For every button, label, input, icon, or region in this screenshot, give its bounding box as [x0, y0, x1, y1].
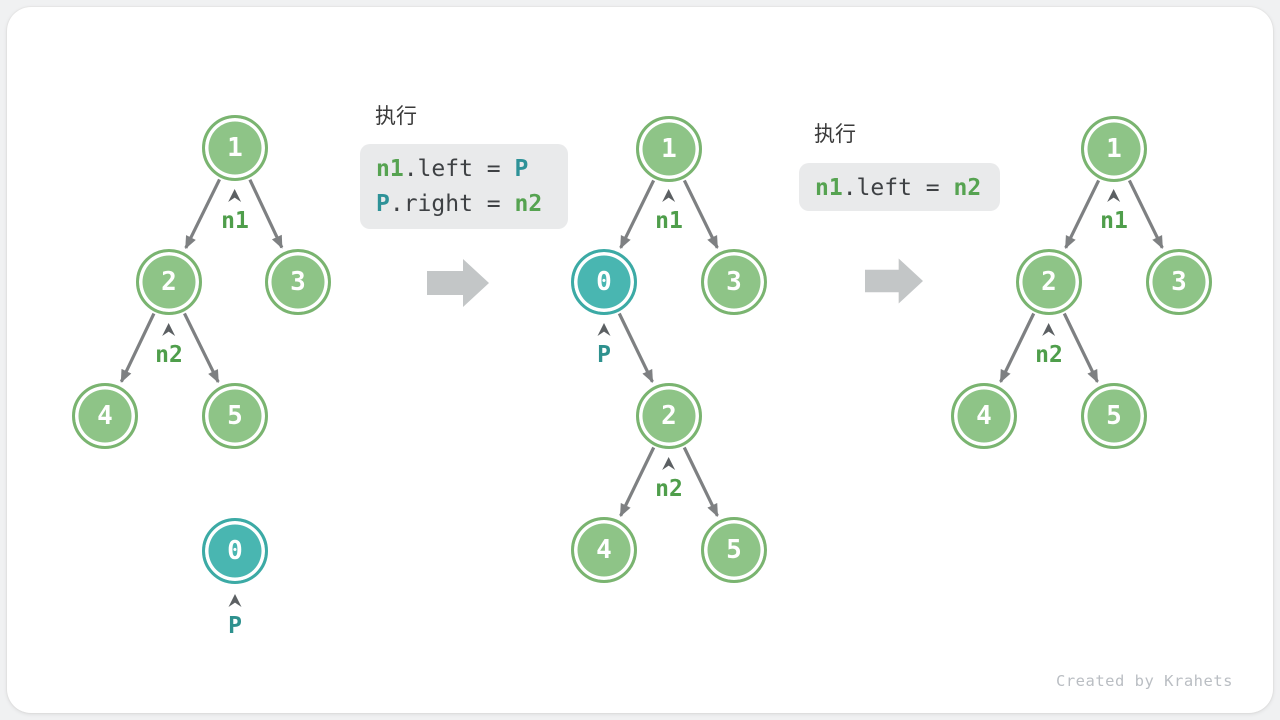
pointer-n2: n2 — [655, 457, 683, 501]
tree-node-0: 0 — [202, 518, 268, 584]
tree-node-4: 4 — [72, 383, 138, 449]
pointer-label: n1 — [221, 208, 249, 234]
code-line: P.right = n2 — [376, 187, 552, 222]
tree-edge — [619, 179, 656, 250]
tree-node-4: 4 — [951, 383, 1017, 449]
tree-edge — [617, 312, 654, 383]
pointer-label: n2 — [155, 342, 183, 368]
code-line: n1.left = P — [376, 152, 552, 187]
flow-arrow-icon — [427, 259, 489, 311]
code-line: n1.left = n2 — [815, 171, 984, 206]
tree-edges-layer — [119, 178, 1164, 517]
pointer-label: n1 — [1100, 208, 1128, 234]
code-token: P — [514, 156, 529, 182]
pointer-n2: n2 — [155, 323, 183, 367]
pointer-label: n2 — [1035, 342, 1063, 368]
pointer-label: P — [228, 613, 242, 639]
tree-node-4: 4 — [571, 517, 637, 583]
pointer-caret-icon — [1042, 323, 1056, 336]
tree-edge — [119, 312, 156, 383]
tree-edge — [248, 178, 284, 249]
tree-node-5: 5 — [1081, 383, 1147, 449]
code-token: n2 — [953, 175, 982, 201]
code-block-2-snippet: n1.left = n2 — [799, 163, 1000, 211]
tree-node-3: 3 — [1146, 249, 1212, 315]
code-token: n2 — [514, 190, 543, 217]
tree-node-5: 5 — [701, 517, 767, 583]
code-token: n1 — [815, 175, 843, 201]
pointer-label: n2 — [655, 476, 683, 502]
code-token: n1 — [376, 156, 404, 182]
tree-edge — [184, 178, 221, 250]
tree-node-3: 3 — [701, 249, 767, 315]
pointer-label: n1 — [655, 208, 683, 234]
pointer-caret-icon — [662, 189, 676, 202]
tree-node-1: 1 — [636, 116, 702, 182]
tree-edge — [619, 446, 656, 517]
tree-node-5: 5 — [202, 383, 268, 449]
tree-edge — [682, 179, 719, 250]
code-block-2-title: 执行 — [814, 122, 856, 146]
pointer-caret-icon — [662, 457, 676, 470]
pointer-caret-icon — [228, 189, 242, 202]
code-token: .left = — [842, 175, 954, 201]
tree-edge — [999, 312, 1036, 383]
tree-edge — [1062, 312, 1099, 383]
tree-edge — [1064, 179, 1101, 250]
pointer-n2: n2 — [1035, 323, 1063, 367]
code-token: P — [376, 190, 390, 217]
tree-node-2: 2 — [636, 383, 702, 449]
tree-node-2: 2 — [136, 249, 202, 315]
pointer-caret-icon — [1107, 189, 1121, 202]
pointer-n1: n1 — [221, 189, 249, 233]
pointer-caret-icon — [162, 323, 176, 336]
pointer-label: P — [597, 342, 611, 368]
code-block-1-title: 执行 — [375, 104, 417, 128]
flow-arrow-icon — [865, 257, 923, 309]
watermark: Created by Krahets — [1056, 672, 1233, 690]
tree-node-1: 1 — [1081, 116, 1147, 182]
tree-node-1: 1 — [202, 115, 268, 181]
pointer-caret-icon — [228, 594, 242, 607]
tree-edge — [682, 446, 719, 517]
pointer-P: P — [597, 323, 612, 367]
pointer-n1: n1 — [1100, 189, 1128, 233]
code-token: .right = — [389, 190, 515, 217]
tree-node-2: 2 — [1016, 249, 1082, 315]
tree-edge — [183, 312, 220, 384]
tree-node-3: 3 — [265, 249, 331, 315]
pointer-n1: n1 — [655, 189, 683, 233]
pointer-caret-icon — [597, 323, 611, 336]
pointer-P: P — [228, 594, 243, 638]
tree-edge — [1127, 179, 1164, 250]
code-token: .left = — [403, 156, 515, 182]
tree-node-0: 0 — [571, 249, 637, 315]
